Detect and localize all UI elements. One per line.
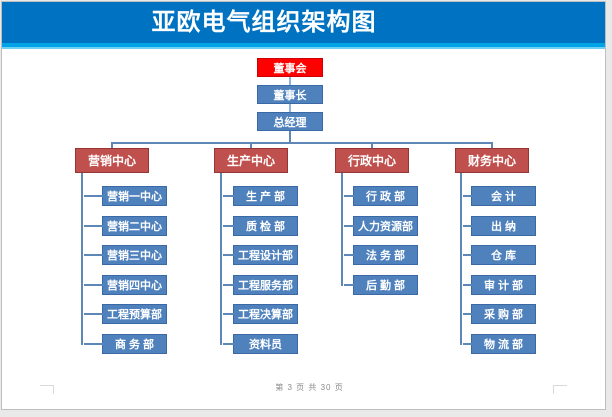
org-node[interactable]: 资料员 xyxy=(223,334,298,354)
org-node[interactable]: 出 纳 xyxy=(463,216,536,236)
margin-mark-right xyxy=(553,385,567,386)
org-node[interactable]: 人力资源部 xyxy=(344,216,418,236)
org-node[interactable]: 法 务 部 xyxy=(344,245,418,265)
connector-line xyxy=(371,144,373,149)
org-node-chairman[interactable]: 董事长 xyxy=(257,85,323,104)
margin-mark-left xyxy=(53,385,54,394)
title-banner xyxy=(2,2,605,43)
org-node[interactable]: 质 检 部 xyxy=(223,216,298,236)
org-node[interactable]: 营销一中心 xyxy=(84,186,167,206)
chart-title: 亚欧电气组织架构图 xyxy=(151,9,377,36)
connector-line xyxy=(289,77,291,85)
org-node[interactable]: 营销三中心 xyxy=(84,245,167,265)
connector-line xyxy=(289,131,291,143)
banner-accent-strip xyxy=(2,43,605,47)
branch-admin-center[interactable]: 行政中心 xyxy=(335,148,409,173)
branch-finance-center[interactable]: 财务中心 xyxy=(455,148,529,173)
margin-mark-left xyxy=(40,385,54,386)
org-node[interactable]: 生 产 部 xyxy=(223,186,298,206)
org-node[interactable]: 审 计 部 xyxy=(463,275,536,295)
branch-marketing-center[interactable]: 营销中心 xyxy=(75,148,149,173)
org-node[interactable]: 工程服务部 xyxy=(223,275,298,295)
connector-line xyxy=(250,144,252,149)
org-node[interactable]: 物 流 部 xyxy=(463,334,536,354)
org-node[interactable]: 工程设计部 xyxy=(223,245,298,265)
branch-production-center[interactable]: 生产中心 xyxy=(214,148,288,173)
org-node[interactable]: 仓 库 xyxy=(463,245,536,265)
org-node-board[interactable]: 董事会 xyxy=(257,58,323,77)
connector-line xyxy=(111,142,493,144)
connector-line xyxy=(491,144,493,149)
org-node[interactable]: 行 政 部 xyxy=(344,186,418,206)
org-node[interactable]: 营销二中心 xyxy=(84,216,167,236)
org-node-general-manager[interactable]: 总经理 xyxy=(257,112,323,131)
org-node[interactable]: 商 务 部 xyxy=(84,334,167,354)
connector-line xyxy=(111,144,113,149)
org-node[interactable]: 会 计 xyxy=(463,186,536,206)
connector-line xyxy=(289,104,291,112)
margin-mark-right xyxy=(553,385,554,394)
org-node[interactable]: 工程预算部 xyxy=(84,304,167,324)
org-node[interactable]: 后 勤 部 xyxy=(344,275,418,295)
org-node[interactable]: 工程决算部 xyxy=(223,304,298,324)
org-node[interactable]: 采 购 部 xyxy=(463,304,536,324)
banner-accent-strip-light xyxy=(2,47,605,49)
org-node[interactable]: 营销四中心 xyxy=(84,275,167,295)
page-number: 第 3 页 共 30 页 xyxy=(275,383,344,392)
